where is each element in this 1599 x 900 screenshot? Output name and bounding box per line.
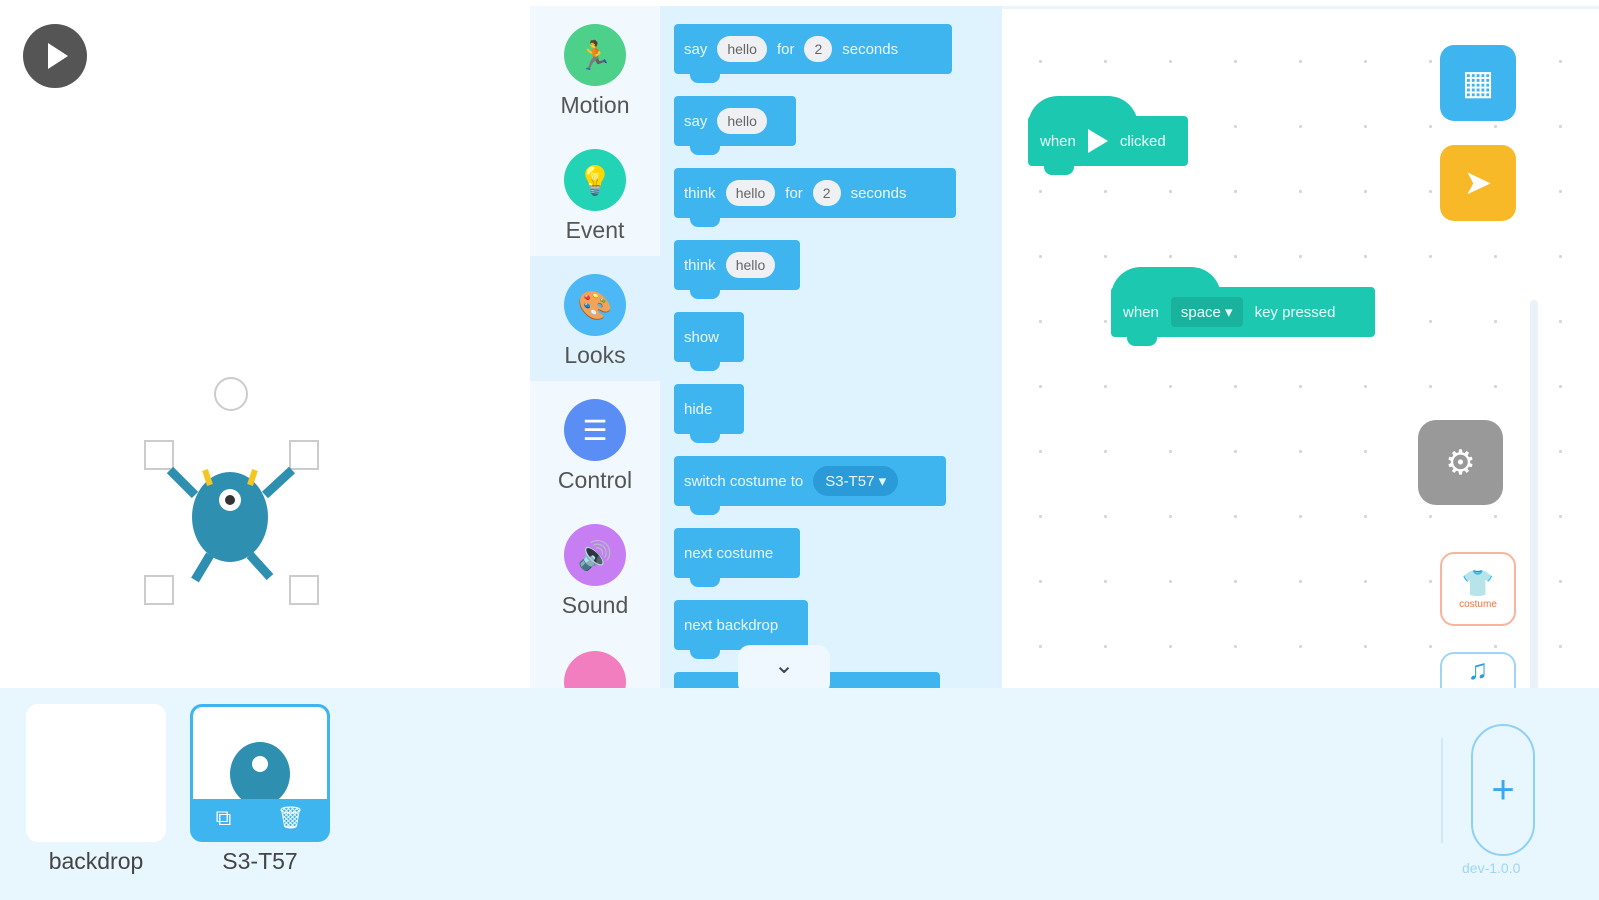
block-text: seconds — [850, 184, 907, 202]
block-say-for-seconds[interactable]: say hello for 2 seconds — [674, 24, 952, 83]
backdrop-tile[interactable] — [26, 704, 166, 842]
key-dropdown[interactable]: space ▾ — [1170, 297, 1243, 327]
block-next-backdrop[interactable]: next backdrop — [674, 600, 808, 659]
block-next-costume[interactable]: next costume — [674, 528, 800, 587]
block-text: think — [684, 184, 716, 202]
category-event[interactable]: 💡 Event — [530, 131, 660, 256]
block-input[interactable]: hello — [717, 36, 767, 62]
block-say[interactable]: say hello — [674, 96, 796, 155]
block-text: clicked — [1119, 132, 1166, 150]
block-hide[interactable]: hide — [674, 384, 744, 443]
block-text: show — [684, 328, 720, 346]
category-label: Motion — [560, 92, 630, 118]
version-label: dev-1.0.0 — [1462, 860, 1521, 876]
speaker-icon: 🔊 — [564, 524, 626, 586]
gear-icon: ⚙ — [1445, 443, 1476, 482]
flag-icon — [1087, 129, 1108, 153]
palette-icon: 🎨 — [564, 274, 626, 336]
block-text: for — [785, 184, 803, 202]
costume-dropdown[interactable]: S3-T57 ▾ — [813, 466, 899, 496]
category-label: Control — [557, 467, 633, 493]
trash-icon[interactable]: 🗑 — [276, 805, 305, 830]
block-text: think — [684, 256, 716, 274]
sprite-bar: backdrop ⧉🗑 S3-T57 + dev-1.0.0 — [0, 688, 1599, 900]
palette-scroll-down-button[interactable]: ⌄ — [738, 645, 830, 695]
resize-handle[interactable] — [289, 440, 319, 470]
block-text: hide — [684, 400, 713, 418]
settings-button[interactable]: ⚙ — [1418, 420, 1503, 505]
toggle-icon: ☰ — [564, 399, 626, 461]
lightbulb-icon: 💡 — [564, 149, 626, 211]
costume-label: costume — [1459, 599, 1497, 610]
sprite-thumbnail — [193, 707, 327, 799]
block-show[interactable]: show — [674, 312, 744, 371]
block-text: when — [1123, 303, 1159, 321]
resize-handle[interactable] — [289, 575, 319, 605]
divider — [1441, 738, 1443, 843]
workspace-scrollbar[interactable] — [1530, 300, 1538, 690]
category-label: Event — [565, 217, 625, 243]
when-flag-clicked-block[interactable]: when clicked — [1028, 96, 1188, 175]
block-think[interactable]: think hello — [674, 240, 800, 299]
category-control[interactable]: ☰ Control — [530, 381, 660, 506]
block-text: say — [684, 40, 708, 58]
category-icon — [564, 651, 626, 688]
block-text: seconds — [842, 40, 899, 58]
duplicate-icon[interactable]: ⧉ — [215, 805, 232, 830]
block-text: next backdrop — [684, 616, 779, 634]
block-text: for — [776, 40, 795, 58]
sprite-label: S3-T57 — [222, 848, 298, 874]
sprite-monster[interactable] — [160, 455, 305, 585]
category-label: Looks — [564, 342, 626, 368]
block-text: when — [1040, 132, 1076, 150]
add-sprite-button[interactable]: + — [1471, 724, 1535, 856]
rotate-handle[interactable] — [214, 377, 248, 411]
block-switch-costume[interactable]: switch costume to S3-T57 ▾ — [674, 456, 946, 515]
when-key-pressed-block[interactable]: when space ▾ key pressed — [1111, 267, 1375, 346]
share-send-button[interactable]: ➤ — [1440, 145, 1516, 221]
sprite-tile[interactable]: ⧉🗑 — [190, 704, 330, 842]
category-next[interactable] — [530, 631, 660, 688]
resize-handle[interactable] — [144, 575, 174, 605]
block-input[interactable]: 2 — [804, 36, 833, 62]
block-input[interactable]: hello — [725, 252, 776, 278]
sound-tab-button[interactable]: ♫ — [1440, 652, 1516, 692]
category-menu: 🏃 Motion 💡 Event 🎨 Looks ☰ Control 🔊 Sound — [530, 6, 660, 688]
costume-tab-button[interactable]: 👕costume — [1440, 552, 1516, 626]
backdrop-label: backdrop — [48, 848, 144, 874]
shirt-icon: 👕 — [1461, 568, 1495, 598]
block-text: switch costume to — [684, 472, 804, 490]
paper-plane-icon: ➤ — [1463, 164, 1493, 202]
run-button[interactable] — [23, 24, 87, 88]
block-input[interactable]: hello — [717, 108, 767, 134]
category-looks[interactable]: 🎨 Looks — [530, 256, 660, 381]
grid-icon: ▦ — [1461, 64, 1495, 102]
category-motion[interactable]: 🏃 Motion — [530, 6, 660, 131]
block-text: next costume — [684, 544, 774, 562]
category-label: Sound — [561, 592, 629, 618]
running-man-icon: 🏃 — [564, 24, 626, 86]
extensions-grid-button[interactable]: ▦ — [1440, 45, 1516, 121]
block-input[interactable]: hello — [725, 180, 776, 206]
music-note-icon: ♫ — [1467, 654, 1489, 685]
block-input[interactable]: 2 — [812, 180, 841, 206]
block-think-for-seconds[interactable]: think hello for 2 seconds — [674, 168, 956, 227]
block-text: say — [684, 112, 708, 130]
block-text: key pressed — [1254, 303, 1336, 321]
resize-handle[interactable] — [144, 440, 174, 470]
category-sound[interactable]: 🔊 Sound — [530, 506, 660, 631]
